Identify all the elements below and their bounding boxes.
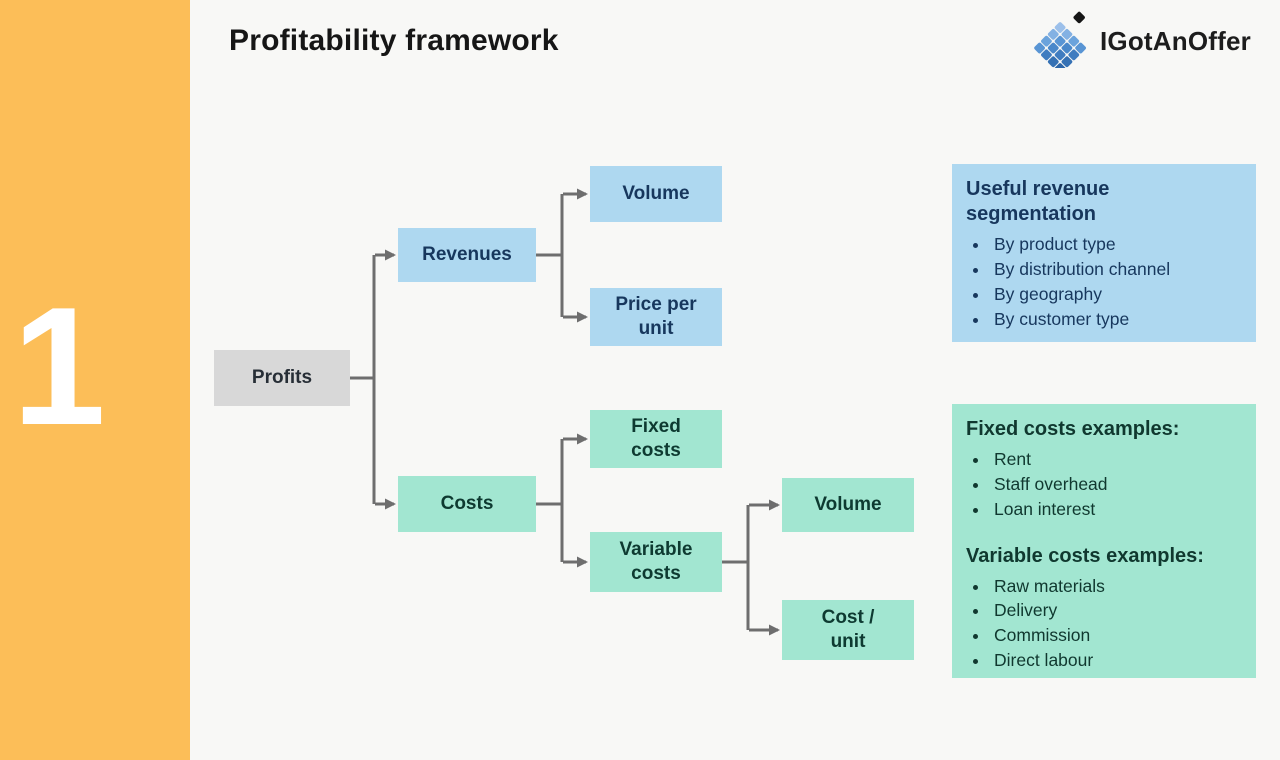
- variable-costs-list: Raw materials Delivery Commission Direct…: [966, 574, 1242, 673]
- revenue-segmentation-list: By product type By distribution channel …: [966, 232, 1242, 331]
- node-fixed-costs: Fixed costs: [590, 410, 722, 468]
- node-label: costs: [631, 563, 681, 584]
- node-label: Volume: [814, 494, 882, 516]
- node-revenue-volume: Volume: [590, 166, 722, 222]
- list-item: By distribution channel: [990, 257, 1242, 282]
- diamond-grid-icon: [1034, 10, 1092, 74]
- node-label: Fixed: [631, 416, 681, 438]
- node-label: unit: [830, 631, 866, 652]
- fixed-costs-title: Fixed costs examples:: [966, 418, 1180, 440]
- step-number: 1: [12, 272, 106, 460]
- node-profits: Profits: [214, 350, 350, 406]
- node-label: Profits: [251, 367, 313, 389]
- node-label: costs: [631, 440, 681, 461]
- revenue-segmentation-panel: Useful revenue segmentation By product t…: [952, 164, 1256, 342]
- panel-title: Useful revenue segmentation: [966, 178, 1110, 225]
- node-label: Cost /: [821, 607, 875, 629]
- node-cost-volume: Volume: [782, 478, 914, 532]
- node-label: Costs: [440, 493, 494, 515]
- node-label: unit: [638, 318, 674, 339]
- list-item: Raw materials: [990, 574, 1242, 599]
- node-costs: Costs: [398, 476, 536, 532]
- cost-examples-panel: Fixed costs examples: Rent Staff overhea…: [952, 404, 1256, 678]
- list-item: Staff overhead: [990, 472, 1242, 497]
- node-cost-per-unit: Cost / unit: [782, 600, 914, 660]
- node-price-per-unit: Price per unit: [590, 288, 722, 346]
- list-item: Delivery: [990, 598, 1242, 623]
- node-label: Revenues: [422, 244, 512, 266]
- section-gap: [966, 522, 1242, 544]
- node-label: Volume: [622, 183, 690, 205]
- variable-costs-title: Variable costs examples:: [966, 544, 1204, 567]
- page-title: Profitability framework: [229, 24, 559, 57]
- brand-logo: IGotAnOffer: [1034, 10, 1251, 74]
- list-item: Rent: [990, 447, 1242, 472]
- step-band: 1: [0, 0, 190, 760]
- fixed-costs-list: Rent Staff overhead Loan interest: [966, 447, 1242, 522]
- list-item: By customer type: [990, 307, 1242, 332]
- node-revenues: Revenues: [398, 228, 536, 282]
- list-item: Loan interest: [990, 497, 1242, 522]
- list-item: By product type: [990, 232, 1242, 257]
- node-label: Price per: [615, 294, 697, 316]
- list-item: By geography: [990, 282, 1242, 307]
- list-item: Direct labour: [990, 648, 1242, 673]
- node-label: Variable: [619, 539, 693, 561]
- brand-name: IGotAnOffer: [1100, 26, 1251, 56]
- list-item: Commission: [990, 623, 1242, 648]
- node-variable-costs: Variable costs: [590, 532, 722, 592]
